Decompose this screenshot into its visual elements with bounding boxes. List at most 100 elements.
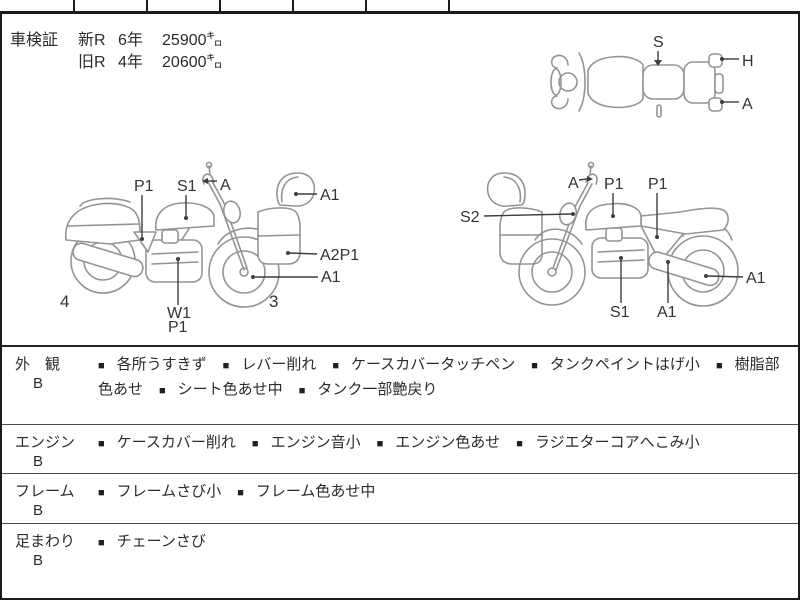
damage-code-label: A1 bbox=[320, 187, 340, 204]
leader-dot bbox=[720, 57, 724, 61]
condition-item: ケースカバー削れ bbox=[116, 434, 236, 451]
bullet-square-icon: ■ bbox=[715, 360, 723, 372]
section-items: ■フレームさび小■フレーム色あせ中 bbox=[98, 474, 798, 505]
front-hub bbox=[547, 267, 557, 277]
condition-item: タンク一部艶戻り bbox=[317, 381, 438, 398]
tail-band-line bbox=[66, 223, 140, 227]
condition-item: ラジエターコアへこみ小 bbox=[534, 434, 700, 451]
condition-item: フレームさび小 bbox=[116, 483, 222, 500]
windscreen-inner-line bbox=[503, 176, 522, 203]
diagram-number-label: 4 bbox=[60, 292, 69, 311]
condition-item: タンクペイントはげ小 bbox=[549, 356, 700, 373]
front-wheel bbox=[208, 236, 280, 308]
sheet-border-right bbox=[798, 0, 800, 600]
condition-item: 樹脂部色あせ bbox=[98, 356, 780, 398]
registration-year: 6年 bbox=[118, 32, 143, 49]
condition-section-row: 足まわり B ■チェーンさび bbox=[2, 523, 798, 598]
inspection-row: 旧R 4年 20600㌔ bbox=[78, 52, 223, 74]
tail-light bbox=[714, 73, 724, 94]
damage-code-label: A bbox=[742, 96, 753, 113]
mileage-value: 20600㌔ bbox=[162, 54, 223, 71]
leader-dot bbox=[294, 192, 298, 196]
front-hub bbox=[239, 267, 249, 277]
leader-dot bbox=[176, 257, 180, 261]
registration-year: 4年 bbox=[118, 54, 143, 71]
headlight bbox=[222, 200, 242, 224]
muffler-group bbox=[648, 251, 720, 287]
muffler bbox=[72, 242, 144, 278]
leader-dot bbox=[140, 237, 144, 241]
seat bbox=[640, 207, 729, 235]
bullet-square-icon: ■ bbox=[531, 360, 538, 372]
bullet-square-icon: ■ bbox=[222, 360, 230, 372]
side-stand bbox=[656, 104, 662, 118]
arrowhead-icon bbox=[587, 176, 593, 182]
bullet-square-icon: ■ bbox=[376, 438, 384, 450]
steering-head bbox=[558, 72, 578, 92]
mirror bbox=[587, 161, 595, 169]
motorcycle-top-view-diagram: S H A bbox=[550, 34, 754, 118]
section-name: フレーム bbox=[15, 483, 75, 500]
section-name: 足まわり bbox=[15, 533, 76, 550]
bullet-square-icon: ■ bbox=[98, 438, 105, 450]
leader-line bbox=[483, 213, 572, 217]
windscreen-inner-line bbox=[280, 176, 299, 203]
section-name: エンジン bbox=[15, 434, 76, 451]
condition-section-row: エンジン B ■ケースカバー削れ■エンジン音小■エンジン色あせ■ラジエターコアへ… bbox=[2, 424, 798, 473]
seat bbox=[79, 197, 131, 207]
damage-code-label: S1 bbox=[177, 178, 197, 195]
rear-corner-lower bbox=[708, 97, 723, 112]
inspection-rows: 新R 6年 25900㌔ 旧R 4年 20600㌔ bbox=[78, 30, 223, 74]
sheet-border-left bbox=[0, 0, 2, 600]
section-name: 外 観 bbox=[15, 356, 61, 373]
handlebar-right bbox=[550, 95, 569, 110]
leader-dot bbox=[251, 275, 255, 279]
leader-dot bbox=[611, 214, 615, 218]
table-divider bbox=[146, 0, 148, 11]
damage-code-label: A2P1 bbox=[320, 247, 359, 264]
condition-item: チェーンさび bbox=[116, 533, 206, 550]
bullet-square-icon: ■ bbox=[298, 385, 306, 397]
damage-code-label: P1 bbox=[134, 178, 154, 195]
section-items: ■ケースカバー削れ■エンジン音小■エンジン色あせ■ラジエターコアへこみ小 bbox=[98, 425, 798, 456]
damage-code-label: S bbox=[653, 34, 664, 51]
damage-code-label: A bbox=[568, 175, 579, 192]
leader-dot bbox=[184, 216, 188, 220]
bullet-square-icon: ■ bbox=[516, 438, 523, 450]
condition-item: ケースカバータッチペン bbox=[351, 356, 516, 373]
diagram-number-label: 3 bbox=[269, 292, 278, 311]
inspection-certificate-label: 車検証 bbox=[10, 32, 59, 49]
inspection-row: 新R 6年 25900㌔ bbox=[78, 30, 223, 52]
condition-section-row: フレーム B ■フレームさび小■フレーム色あせ中 bbox=[2, 473, 798, 523]
leader-dot bbox=[666, 260, 670, 264]
registration-era: 旧R bbox=[78, 54, 106, 71]
damage-code-label: S2 bbox=[460, 209, 480, 226]
bullet-square-icon: ■ bbox=[159, 385, 166, 397]
condition-item: エンジン音小 bbox=[270, 434, 361, 451]
damage-code-label: P1 bbox=[604, 176, 624, 193]
condition-item: フレーム色あせ中 bbox=[255, 483, 376, 500]
carburetor bbox=[161, 229, 179, 244]
engine bbox=[145, 239, 203, 283]
muffler-group bbox=[72, 242, 144, 278]
tail-body-top bbox=[683, 61, 716, 104]
bullet-square-icon: ■ bbox=[251, 438, 259, 450]
mirror bbox=[205, 161, 213, 169]
side-cover bbox=[133, 231, 157, 253]
leader-line bbox=[289, 252, 318, 255]
leader-dot bbox=[704, 274, 708, 278]
section-items: ■各所うすきず■レバー削れ■ケースカバータッチペン■タンクペイントはげ小■樹脂部… bbox=[98, 347, 798, 403]
motorcycle-side-view-left-diagram: P1 S1 A A1 A2P1 A1 W1 P1 4 3 bbox=[60, 161, 359, 336]
leader-dot bbox=[619, 256, 623, 260]
table-divider bbox=[219, 0, 221, 11]
condition-item: 各所うすきず bbox=[116, 356, 207, 373]
arrowhead-icon bbox=[654, 60, 662, 66]
leader-line bbox=[578, 178, 588, 181]
header-table-row bbox=[0, 0, 800, 14]
rear-corner-upper bbox=[708, 53, 723, 68]
table-divider bbox=[73, 0, 75, 11]
damage-code-label: A bbox=[220, 177, 231, 194]
front-fork bbox=[552, 182, 593, 271]
damage-code-label: S1 bbox=[610, 304, 630, 321]
